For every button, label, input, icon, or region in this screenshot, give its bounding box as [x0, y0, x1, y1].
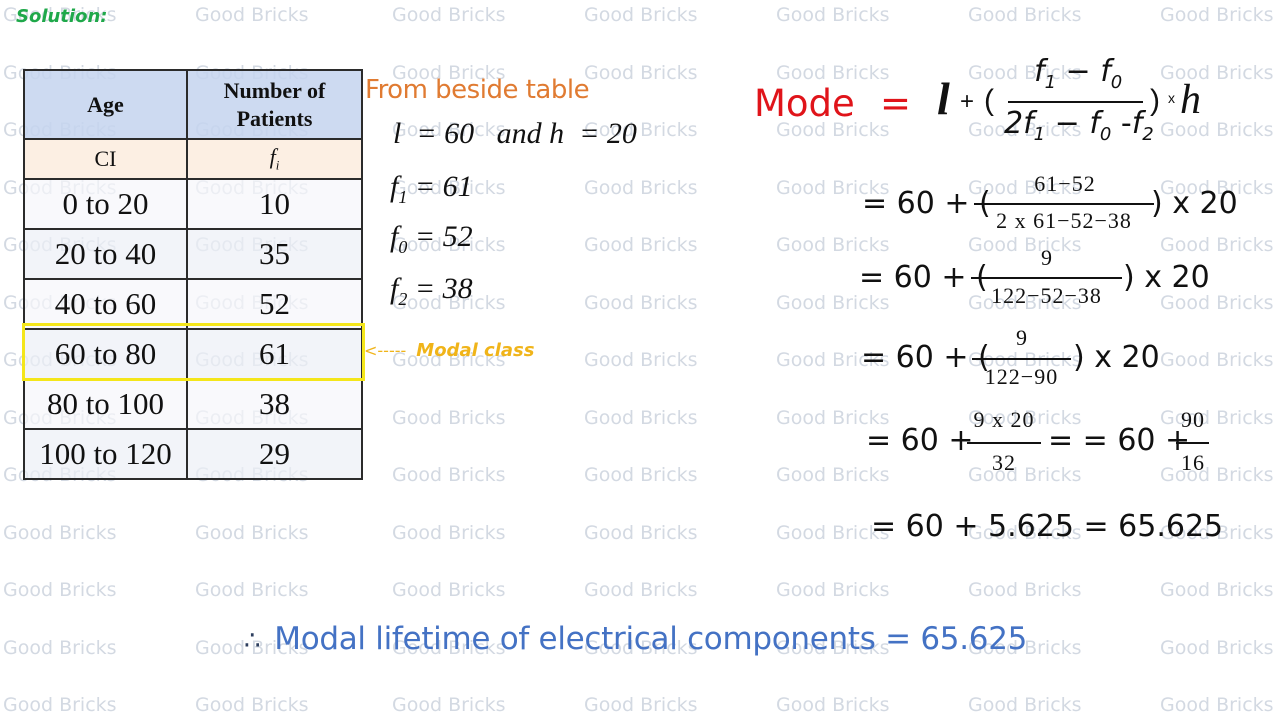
- formula-lparen: (: [984, 84, 994, 117]
- mode-equals: =: [880, 82, 912, 125]
- given-f0: f0 = 52: [390, 220, 473, 257]
- table-row-modal: 60 to 80 61: [23, 328, 363, 380]
- formula-plus: +: [960, 88, 975, 115]
- subheader-fi: fi: [186, 138, 363, 180]
- subheader-ci: CI: [23, 138, 188, 180]
- formula-rparen: ): [1150, 84, 1160, 117]
- formula-numerator: f1 − f0: [1034, 54, 1123, 93]
- step-2-suffix: ) x 20: [1123, 260, 1210, 295]
- given-f1: f1 = 61: [390, 170, 473, 207]
- step-2-numerator: 9: [1041, 245, 1053, 270]
- modal-class-label: Modal class: [416, 340, 535, 361]
- table-row: 80 to 100 38: [23, 378, 363, 430]
- step-3-prefix: = 60 + (: [861, 340, 990, 375]
- step-1-denominator: 2 x 61−52−38: [996, 208, 1132, 233]
- step-4-denominator-2: 16: [1181, 450, 1205, 475]
- formula-h: h: [1180, 77, 1201, 123]
- given-f2: f2 = 38: [390, 272, 473, 309]
- formula-l: l: [937, 73, 950, 124]
- cell-fi: 10: [186, 178, 363, 230]
- step-4-denominator: 32: [992, 450, 1016, 475]
- cell-ci: 40 to 60: [23, 278, 188, 330]
- step-2-prefix: = 60 + (: [859, 260, 988, 295]
- step-4-numerator: 9 x 20: [973, 407, 1035, 432]
- table-row: 20 to 40 35: [23, 228, 363, 280]
- cell-ci: 100 to 120: [23, 428, 188, 480]
- solution-heading: Solution:: [16, 6, 108, 27]
- table-subheader-row: CI fi: [23, 138, 363, 180]
- table-header-row: Age Number of Patients: [23, 69, 363, 140]
- step-2-fraction-bar: [971, 277, 1122, 279]
- table-row: 100 to 120 29: [23, 428, 363, 480]
- cell-fi: 35: [186, 228, 363, 280]
- mode-label: Mode: [754, 82, 855, 125]
- step-3-suffix: ) x 20: [1073, 340, 1160, 375]
- step-3-denominator: 122−90: [984, 364, 1059, 389]
- cell-ci: 0 to 20: [23, 178, 188, 230]
- cell-ci: 60 to 80: [23, 328, 188, 380]
- cell-fi: 38: [186, 378, 363, 430]
- step-4-fraction-bar-2: [1176, 442, 1209, 444]
- frequency-table: Age Number of Patients CI fi 0 to 20 10 …: [23, 69, 363, 480]
- cell-fi: 29: [186, 428, 363, 480]
- cell-fi: 61: [186, 328, 363, 380]
- step-2-denominator: 122−52−38: [991, 283, 1102, 308]
- step-4-fraction-bar: [967, 442, 1041, 444]
- table-row: 40 to 60 52: [23, 278, 363, 330]
- formula-denominator: 2f1 − f0 -f2: [1004, 106, 1154, 145]
- step-3-numerator: 9: [1016, 325, 1028, 350]
- conclusion: ∴ Modal lifetime of electrical components…: [244, 621, 1027, 657]
- formula-times: x: [1168, 90, 1175, 106]
- cell-ci: 80 to 100: [23, 378, 188, 430]
- formula-fraction-bar: [1008, 101, 1143, 103]
- step-1-suffix: ) x 20: [1151, 186, 1238, 221]
- cell-fi: 52: [186, 278, 363, 330]
- step-5-result: = 60 + 5.625 = 65.625: [871, 509, 1224, 544]
- step-4-numerator-2: 90: [1181, 407, 1205, 432]
- given-l-h: l = 60 and h = 20: [393, 117, 637, 150]
- therefore-icon: ∴: [244, 626, 261, 656]
- cell-ci: 20 to 40: [23, 228, 188, 280]
- step-4-middle: = = 60 +: [1048, 423, 1191, 458]
- step-1-prefix: = 60 + (: [862, 186, 991, 221]
- header-age: Age: [23, 69, 188, 140]
- step-3-fraction-bar: [972, 358, 1071, 360]
- table-row: 0 to 20 10: [23, 178, 363, 230]
- step-1-fraction-bar: [974, 203, 1154, 205]
- left-arrow-icon: <-----: [364, 341, 407, 360]
- step-4-prefix: = 60 +: [866, 423, 974, 458]
- step-1-numerator: 61−52: [1034, 171, 1096, 196]
- modal-class-annotation: <----- Modal class: [364, 340, 534, 361]
- given-title: From beside table: [365, 75, 590, 105]
- modal-class-highlight: [22, 323, 365, 381]
- header-number-of-patients: Number of Patients: [186, 69, 363, 140]
- conclusion-text: Modal lifetime of electrical components …: [274, 621, 1028, 657]
